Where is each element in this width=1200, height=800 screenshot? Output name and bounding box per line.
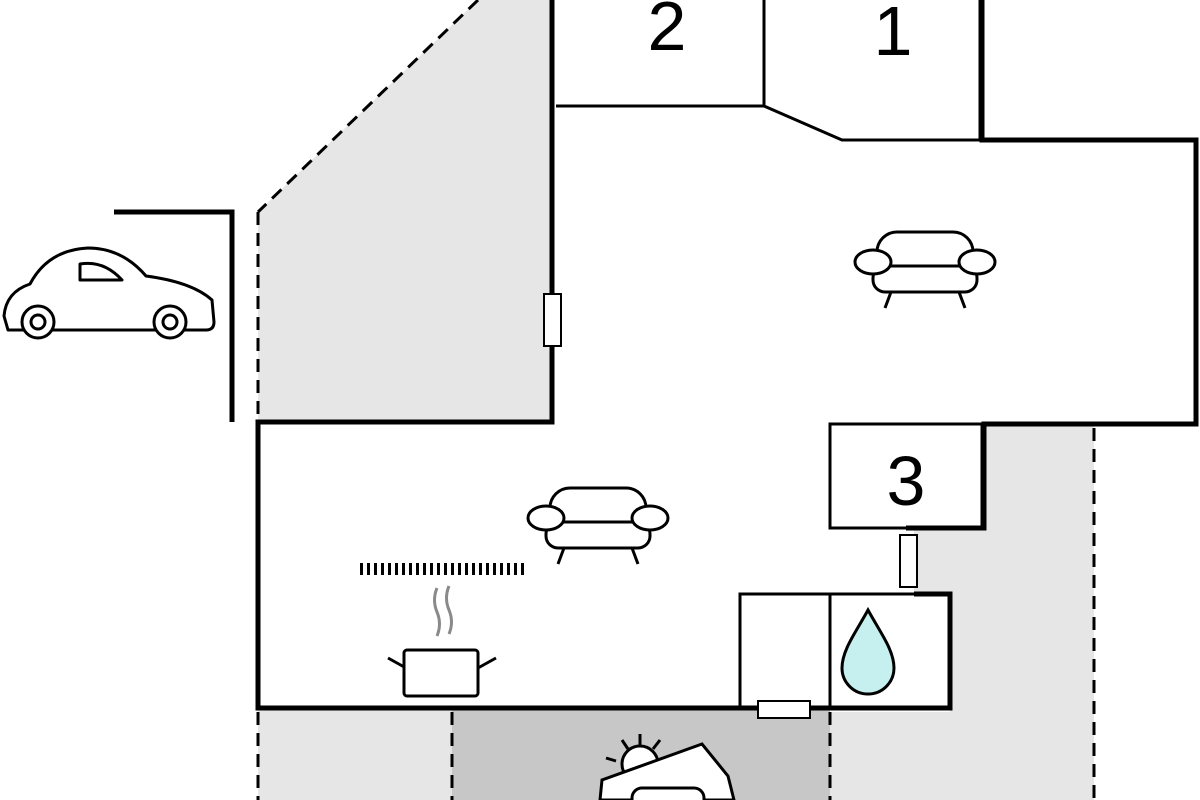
armchair-icon xyxy=(853,230,997,309)
door-icon xyxy=(899,534,918,588)
room-label-1: 1 xyxy=(874,0,913,70)
doors xyxy=(543,293,918,719)
bedroom-3-box xyxy=(828,422,984,530)
dashed-boundaries xyxy=(256,0,1096,800)
bathroom-box xyxy=(738,592,952,710)
room-label-3: 3 xyxy=(887,442,926,520)
door-icon xyxy=(757,700,811,719)
garden-area-right xyxy=(830,424,1094,800)
car-icon xyxy=(2,246,216,340)
carport-wall xyxy=(114,209,235,422)
interior-walls xyxy=(556,0,984,710)
door-icon xyxy=(543,293,562,347)
water-drop-icon xyxy=(840,606,896,696)
room-label-2: 2 xyxy=(648,0,687,65)
kitchen-pot-icon xyxy=(387,585,497,698)
sunbed-icon xyxy=(598,734,736,800)
outdoor-areas xyxy=(258,0,1094,800)
garden-area-left xyxy=(258,710,452,800)
carport-area xyxy=(258,0,552,420)
outer-wall-right xyxy=(906,0,1199,531)
bedroom-1-wall xyxy=(763,0,982,142)
armchair-icon xyxy=(526,486,670,565)
